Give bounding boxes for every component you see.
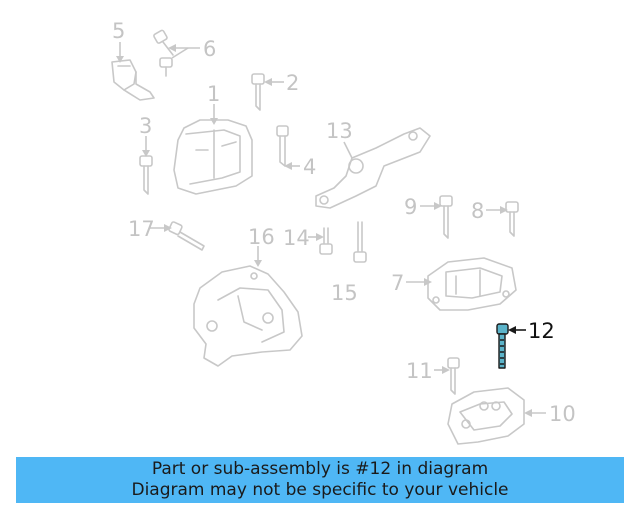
- part-6-bolts: [153, 29, 174, 77]
- callout-6: 6: [203, 37, 216, 61]
- part-10-lower-mount: [447, 387, 525, 445]
- callout-13: 13: [326, 119, 353, 143]
- part-2-bolt: [251, 73, 265, 111]
- part-15-bolt: [353, 221, 367, 263]
- part-17-bolt: [168, 221, 205, 251]
- part-13-torque-rod: [315, 127, 431, 209]
- callout-10: 10: [549, 402, 576, 426]
- callout-5: 5: [112, 19, 125, 43]
- part-8-bolt: [505, 201, 519, 237]
- callout-1: 1: [207, 82, 220, 106]
- callout-16: 16: [248, 225, 275, 249]
- leader-line-12: [508, 326, 526, 334]
- part-12-bolt-highlighted: [496, 323, 509, 369]
- banner-line-part-number: Part or sub-assembly is #12 in diagram: [151, 459, 489, 479]
- callout-9: 9: [404, 195, 417, 219]
- part-7-transmission-mount: [427, 257, 517, 311]
- callout-11: 11: [406, 359, 433, 383]
- callout-2: 2: [286, 71, 299, 95]
- callout-14: 14: [283, 226, 310, 250]
- callout-4: 4: [303, 155, 316, 179]
- callout-8: 8: [471, 199, 484, 223]
- banner-line-disclaimer: Diagram may not be specific to your vehi…: [131, 480, 509, 500]
- info-banner: Part or sub-assembly is #12 in diagram D…: [16, 457, 624, 503]
- part-9-bolt: [439, 195, 453, 239]
- part-4-bolt: [276, 125, 289, 167]
- callout-7: 7: [391, 271, 404, 295]
- callout-15: 15: [331, 281, 358, 305]
- part-16-bracket: [193, 265, 303, 367]
- leader-lines: [116, 42, 546, 417]
- part-5-bracket: [111, 59, 155, 101]
- part-11-bolt: [447, 357, 460, 395]
- part-1-engine-mount: [173, 119, 253, 195]
- part-3-bolt: [139, 155, 153, 195]
- callout-labels: 5 6 1 2 3 4 13 17 14 16 15 9 8 7 11 10 1…: [112, 19, 576, 426]
- part-14-bolt: [319, 227, 333, 255]
- callout-17: 17: [128, 217, 155, 241]
- callout-12: 12: [528, 319, 555, 343]
- callout-3: 3: [139, 114, 152, 138]
